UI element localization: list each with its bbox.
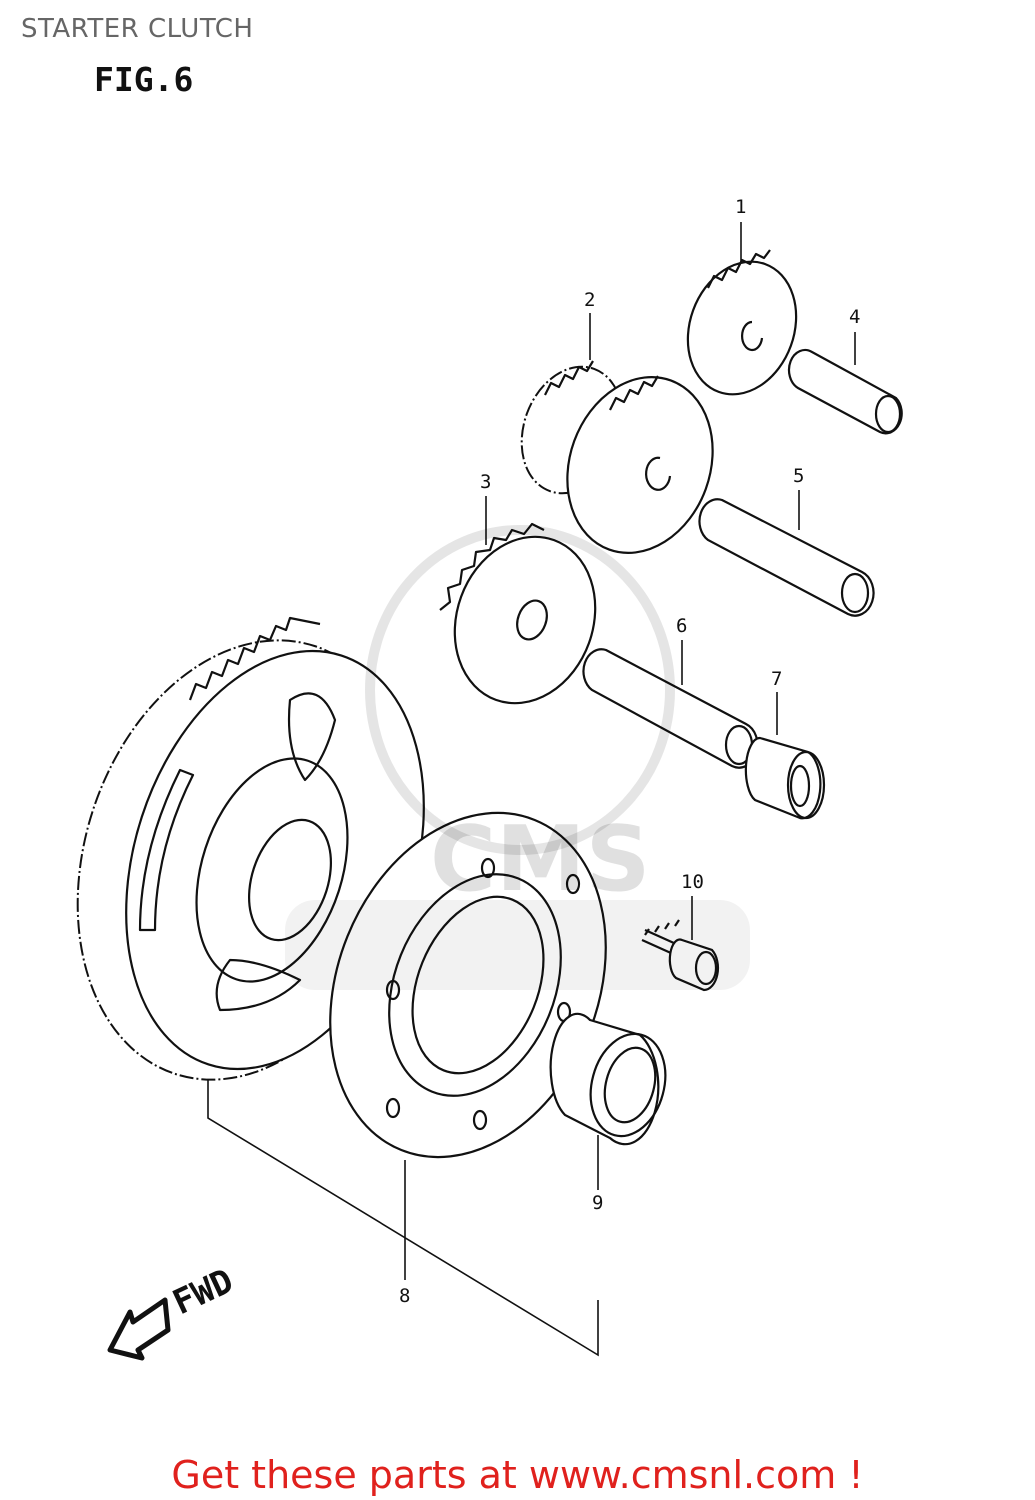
callout-8: 8 bbox=[399, 1285, 410, 1307]
callout-1: 1 bbox=[735, 196, 746, 218]
callout-9: 9 bbox=[592, 1192, 603, 1214]
figure-number: FIG.6 bbox=[94, 60, 194, 99]
callout-3: 3 bbox=[480, 471, 491, 493]
callout-6: 6 bbox=[676, 615, 687, 637]
callout-5: 5 bbox=[793, 465, 804, 487]
part-8-starter-clutch[interactable] bbox=[281, 771, 655, 1198]
part-5-shaft[interactable] bbox=[698, 498, 875, 617]
forward-arrow-icon bbox=[107, 1297, 171, 1361]
part-10-bolt[interactable] bbox=[641, 919, 720, 992]
part-2-gear[interactable] bbox=[505, 353, 737, 574]
callout-4: 4 bbox=[849, 306, 860, 328]
part-9-bearing[interactable] bbox=[549, 1012, 677, 1146]
part-7-bushing[interactable] bbox=[744, 736, 826, 820]
page-title: STARTER CLUTCH bbox=[21, 14, 254, 44]
fwd-label: FWD bbox=[167, 1261, 240, 1323]
callout-2: 2 bbox=[584, 289, 595, 311]
callout-7: 7 bbox=[771, 668, 782, 690]
part-4-shaft[interactable] bbox=[787, 348, 903, 435]
callout-10: 10 bbox=[681, 871, 704, 893]
footer-link[interactable]: Get these parts at www.cmsnl.com ! bbox=[171, 1453, 864, 1497]
leader-lines bbox=[207, 222, 856, 1357]
part-3-gear[interactable] bbox=[432, 517, 618, 723]
part-6-shaft[interactable] bbox=[582, 648, 759, 769]
part-1-gear[interactable] bbox=[670, 246, 814, 409]
